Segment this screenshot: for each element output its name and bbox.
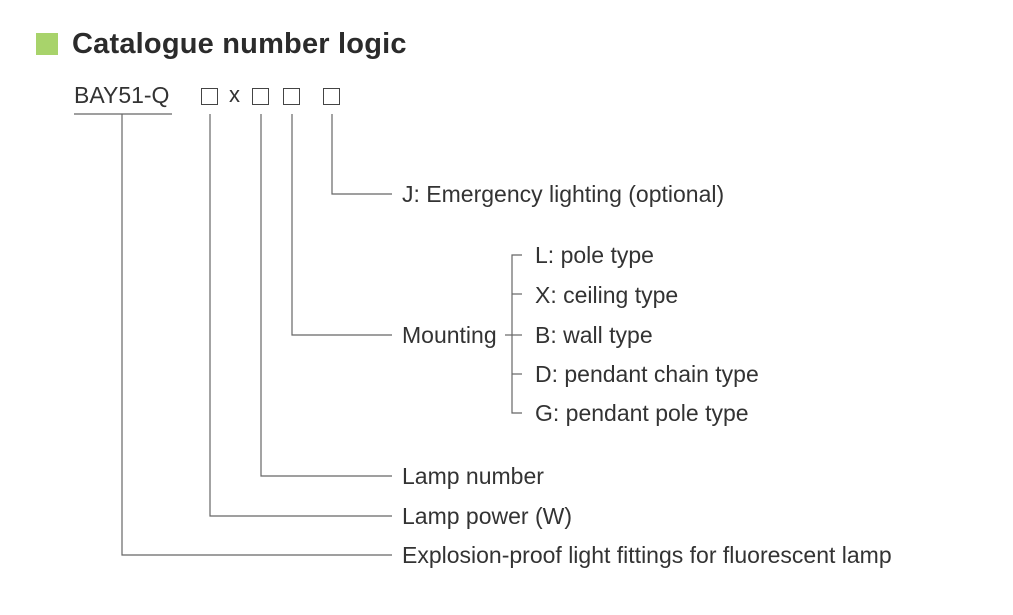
code-prefix: BAY51-Q (74, 82, 170, 108)
mounting-option-wall: B: wall type (535, 322, 653, 348)
mounting-option-ceiling: X: ceiling type (535, 282, 679, 308)
mounting-bracket (511, 254, 522, 414)
header-accent-square (36, 33, 58, 55)
connector-explosion-proof (121, 114, 392, 556)
label-lamp-power: Lamp power (W) (402, 503, 572, 529)
page-title: Catalogue number logic (72, 27, 407, 60)
section-header: Catalogue number logic (36, 26, 407, 62)
connector-mounting (291, 114, 392, 336)
code-box-lamp-power (201, 88, 218, 105)
label-emergency: J: Emergency lighting (optional) (402, 181, 725, 207)
code-box-mounting (283, 88, 300, 105)
mounting-option-pole: L: pole type (535, 242, 654, 268)
connector-emergency (331, 114, 392, 195)
connector-lamp-number (260, 114, 392, 477)
mounting-option-pendant-pole: G: pendant pole type (535, 400, 749, 426)
connector-lamp-power (209, 114, 392, 517)
mounting-option-pendant-chain: D: pendant chain type (535, 361, 759, 387)
label-mounting: Mounting (402, 322, 497, 348)
code-box-lamp-number (252, 88, 269, 105)
code-box-emergency (323, 88, 340, 105)
code-separator: x (229, 82, 240, 107)
label-lamp-number: Lamp number (402, 463, 544, 489)
label-explosion-proof: Explosion-proof light fittings for fluor… (402, 542, 892, 568)
